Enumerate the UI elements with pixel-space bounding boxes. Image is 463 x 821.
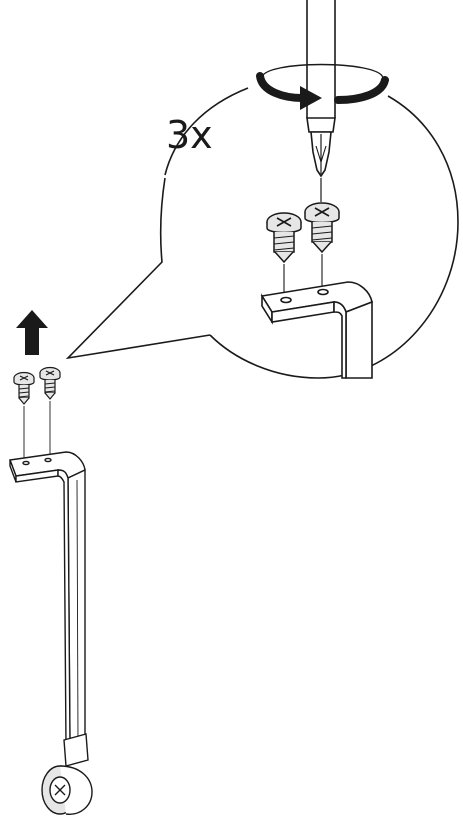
rotate-clockwise-icon <box>256 63 389 110</box>
small-screws <box>13 366 61 458</box>
detail-callout <box>65 87 459 379</box>
phillips-screw-icon <box>266 202 340 296</box>
arrow-up-icon <box>16 310 48 355</box>
screwdriver-icon <box>306 0 336 202</box>
bracket-detail <box>260 281 373 379</box>
long-bracket <box>9 451 93 815</box>
quantity-label: 3x <box>166 113 213 157</box>
